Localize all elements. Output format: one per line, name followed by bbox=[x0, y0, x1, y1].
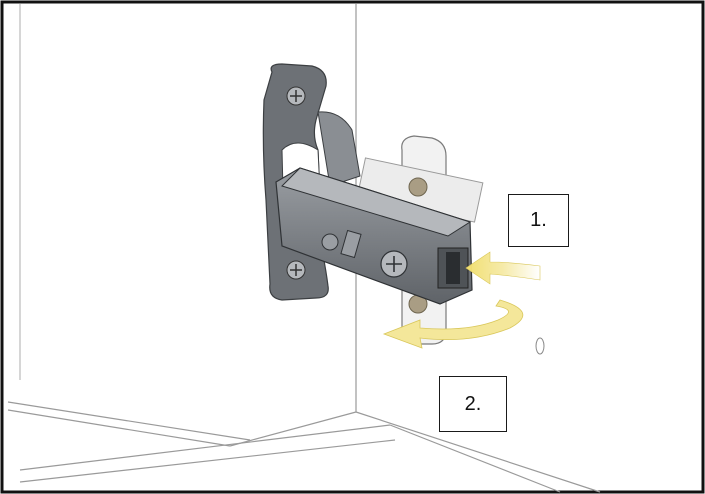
cabinet-bottom-edge-2 bbox=[389, 424, 561, 493]
step-1-label: 1. bbox=[508, 194, 569, 247]
cabinet bbox=[7, 4, 601, 493]
cabinet-shelf-front bbox=[19, 424, 391, 471]
screw-icon bbox=[408, 177, 428, 197]
arrow-right-icon bbox=[465, 251, 541, 285]
curved-arrow-icon bbox=[382, 299, 524, 349]
step-2-label: 2. bbox=[439, 376, 507, 432]
cabinet-shelf-front-2 bbox=[19, 439, 396, 483]
hinge-arm bbox=[275, 111, 473, 305]
cabinet-floor-line-2 bbox=[7, 409, 231, 447]
drill-hole bbox=[535, 337, 545, 355]
cabinet-bottom-edge bbox=[355, 411, 601, 493]
cabinet-bottom-join bbox=[229, 411, 357, 447]
screw-icon bbox=[321, 233, 339, 251]
cabinet-floor-line bbox=[7, 401, 251, 441]
